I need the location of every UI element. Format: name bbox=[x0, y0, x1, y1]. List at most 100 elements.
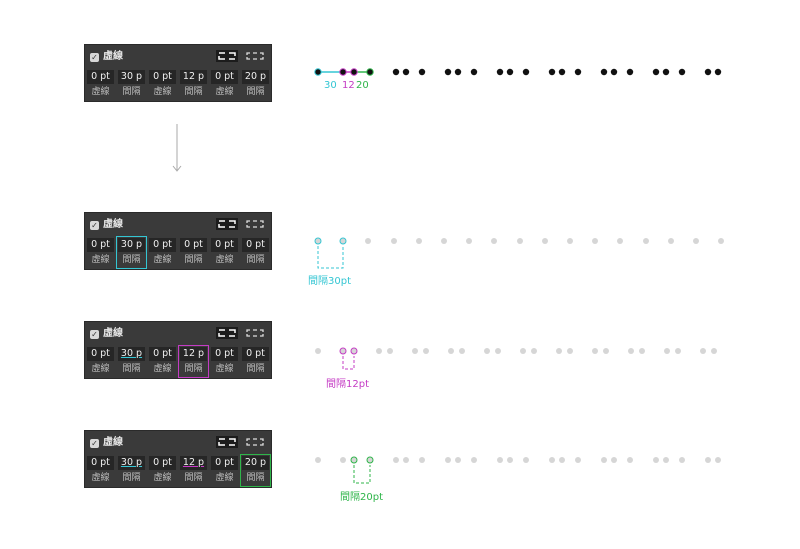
dot bbox=[366, 68, 374, 76]
dot bbox=[445, 457, 451, 463]
dot bbox=[520, 348, 526, 354]
dot bbox=[679, 457, 685, 463]
dot bbox=[387, 348, 393, 354]
gap-3-value[interactable]: 0 pt bbox=[242, 238, 269, 252]
dash-1-value[interactable]: 0 pt bbox=[87, 347, 114, 361]
dot bbox=[522, 68, 530, 76]
gap-2-value[interactable]: 12 p bbox=[180, 456, 207, 470]
dash-2-field[interactable]: 0 pt 虛線 bbox=[148, 237, 177, 268]
dot bbox=[549, 457, 555, 463]
panel-title: 虛線 bbox=[103, 437, 123, 448]
dot bbox=[639, 348, 645, 354]
gap-3-label: 間隔 bbox=[246, 364, 265, 374]
dash-3-field[interactable]: 0 pt 虛線 bbox=[210, 455, 239, 486]
dash-align-exact-icon[interactable] bbox=[244, 218, 266, 230]
dashed-line-checkbox[interactable]: ✓ bbox=[90, 220, 99, 230]
gap-1-value[interactable]: 30 p bbox=[118, 238, 145, 252]
dash-3-value[interactable]: 0 pt bbox=[211, 347, 238, 361]
gap-3-label: 間隔 bbox=[246, 473, 265, 483]
gap-3-value[interactable]: 20 p bbox=[242, 456, 269, 470]
dash-align-exact-icon[interactable] bbox=[244, 436, 266, 448]
dot bbox=[559, 457, 565, 463]
dash-3-label: 虛線 bbox=[215, 473, 234, 483]
dot bbox=[575, 457, 581, 463]
dot bbox=[402, 68, 410, 76]
gap-3-value[interactable]: 20 p bbox=[242, 70, 269, 84]
panel-header: ✓ 虛線 bbox=[90, 51, 123, 63]
gap-3-field[interactable]: 20 p 間隔 bbox=[240, 454, 271, 487]
dash-3-value[interactable]: 0 pt bbox=[211, 238, 238, 252]
dash-3-label: 虛線 bbox=[215, 364, 234, 374]
dash-1-value[interactable]: 0 pt bbox=[87, 70, 114, 84]
dashed-line-checkbox[interactable]: ✓ bbox=[90, 52, 99, 62]
dot bbox=[412, 348, 418, 354]
dot bbox=[663, 457, 669, 463]
gap-1-field[interactable]: 30 p 間隔 bbox=[116, 236, 147, 269]
gap-30-annotation: 間隔30pt bbox=[308, 276, 351, 287]
dash-align-corners-icon[interactable] bbox=[216, 50, 238, 62]
dash-1-label: 虛線 bbox=[91, 255, 110, 265]
gap-1-value[interactable]: 30 p bbox=[118, 347, 145, 361]
dot bbox=[423, 348, 429, 354]
gap-2-value[interactable]: 12 p bbox=[180, 70, 207, 84]
dash-3-label: 虛線 bbox=[215, 255, 234, 265]
dot bbox=[600, 68, 608, 76]
dash-3-field[interactable]: 0 pt 虛線 bbox=[210, 346, 239, 377]
dash-3-field[interactable]: 0 pt 虛線 bbox=[210, 237, 239, 268]
dash-align-exact-icon[interactable] bbox=[244, 50, 266, 62]
dot bbox=[391, 238, 397, 244]
dot bbox=[448, 348, 454, 354]
dash-1-field[interactable]: 0 pt 虛線 bbox=[86, 237, 115, 268]
dash-3-value[interactable]: 0 pt bbox=[211, 70, 238, 84]
dot bbox=[517, 238, 523, 244]
gap-1-value[interactable]: 30 p bbox=[118, 456, 145, 470]
dash-align-exact-icon[interactable] bbox=[244, 327, 266, 339]
dash-2-value[interactable]: 0 pt bbox=[149, 238, 176, 252]
dash-align-corners-icon[interactable] bbox=[216, 218, 238, 230]
dash-align-corners-icon[interactable] bbox=[216, 327, 238, 339]
dash-1-value[interactable]: 0 pt bbox=[87, 456, 114, 470]
dashed-line-checkbox[interactable]: ✓ bbox=[90, 329, 99, 339]
dot bbox=[592, 238, 598, 244]
dash-2-value[interactable]: 0 pt bbox=[149, 456, 176, 470]
panel-title: 虛線 bbox=[103, 51, 123, 62]
dash-align-corners-icon[interactable] bbox=[216, 436, 238, 448]
gap-1-label: 間隔 bbox=[122, 255, 141, 265]
gap-3-field[interactable]: 0 pt 間隔 bbox=[241, 346, 270, 377]
dot bbox=[601, 457, 607, 463]
gap-2-value[interactable]: 12 p bbox=[180, 347, 207, 361]
dash-2-value[interactable]: 0 pt bbox=[149, 347, 176, 361]
gap-2-label: 間隔 bbox=[184, 473, 203, 483]
gap-3-value[interactable]: 0 pt bbox=[242, 347, 269, 361]
dot bbox=[314, 68, 322, 76]
dash-3-value[interactable]: 0 pt bbox=[211, 456, 238, 470]
dash-1-value[interactable]: 0 pt bbox=[87, 238, 114, 252]
dot bbox=[403, 457, 409, 463]
gap-2-field[interactable]: 12 p 間隔 bbox=[179, 455, 208, 486]
dash-2-label: 虛線 bbox=[153, 255, 172, 265]
gap-1-value[interactable]: 30 p bbox=[118, 70, 145, 84]
dash-2-value[interactable]: 0 pt bbox=[149, 70, 176, 84]
gap-2-value[interactable]: 0 pt bbox=[180, 238, 207, 252]
dashed-line-checkbox[interactable]: ✓ bbox=[90, 438, 99, 448]
